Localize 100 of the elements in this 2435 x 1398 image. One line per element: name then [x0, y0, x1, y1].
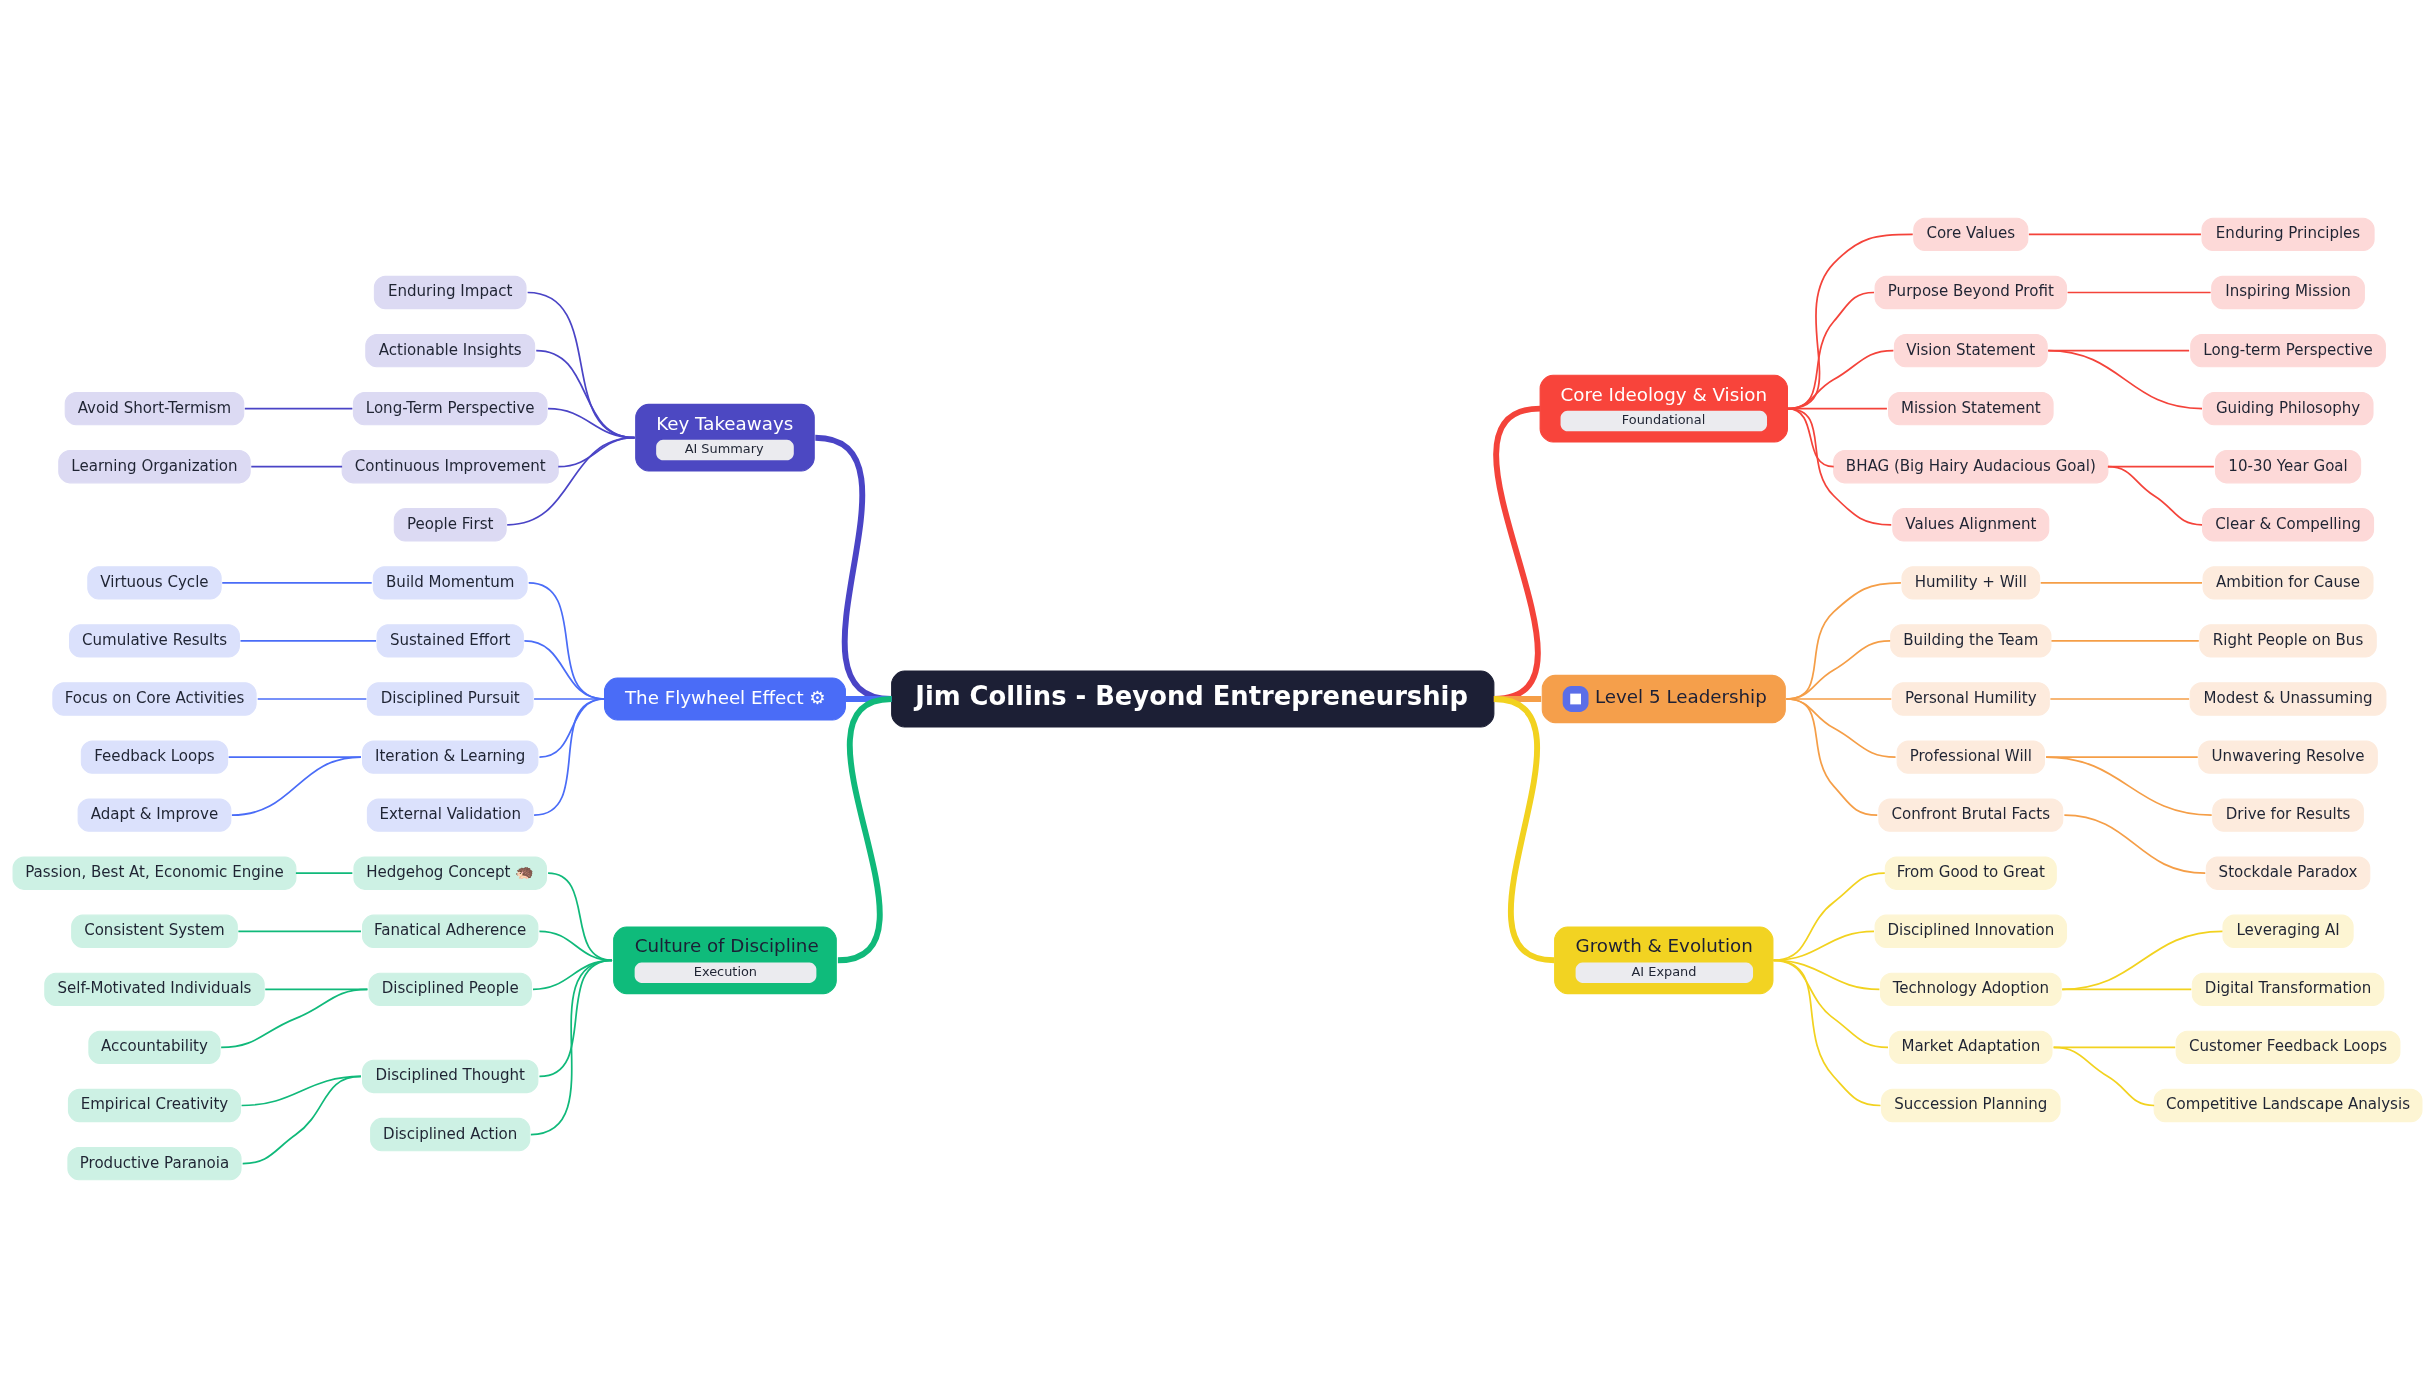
connector [1786, 407, 1893, 526]
node-box: Learning Organization [58, 450, 251, 484]
connector [538, 930, 613, 962]
node-box: External Validation [366, 798, 534, 832]
node-box: Mission Statement [1888, 391, 2054, 426]
node-box: From Good to Great [1884, 856, 2057, 890]
connector [250, 465, 343, 468]
node-box: Empirical Creativity [67, 1088, 242, 1123]
connector [264, 988, 369, 991]
connector [1772, 959, 1889, 1049]
node-box: Avoid Short-Termism [64, 391, 245, 426]
node-box: Building the Team [1890, 624, 2052, 658]
connector [239, 640, 377, 642]
node-box: Ambition for Cause [2202, 566, 2374, 600]
connector [295, 872, 354, 875]
node-box: People First [393, 508, 507, 542]
node-box: Feedback Loops [80, 740, 229, 774]
node-box: Market Adaptation [1889, 1030, 2053, 1065]
node-box: Cumulative Results [68, 624, 240, 658]
node-box: Leveraging AI [2222, 914, 2354, 948]
node-box: Culture of Discipline Execution [613, 926, 837, 995]
node-box: Disciplined Pursuit [366, 682, 534, 716]
node-box: Long-term Perspective [2190, 333, 2386, 368]
connector [2049, 698, 2190, 700]
connector [237, 930, 362, 933]
node-box: Consistent System [71, 914, 238, 948]
node-box: Drive for Results [2212, 798, 2364, 832]
connector [506, 436, 636, 526]
connector [2050, 640, 2200, 642]
node-box: Accountability [88, 1030, 221, 1065]
node-box: Confront Brutal Facts [1878, 798, 2064, 832]
connector [837, 696, 893, 964]
node-box: Guiding Philosophy [2202, 391, 2374, 426]
node-box: Sustained Effort [376, 624, 524, 658]
connector [1785, 698, 1879, 816]
node-box: Values Alignment [1892, 508, 2050, 542]
connector [243, 407, 354, 410]
node-box: Digital Transformation [2191, 972, 2385, 1007]
node-box: Iteration & Learning [362, 740, 539, 774]
connector [2107, 465, 2203, 526]
node-box: Succession Planning [1881, 1088, 2061, 1123]
node-box: Technology Adoption [1879, 972, 2062, 1007]
node-box: Fanatical Adherence [362, 914, 539, 948]
connector [231, 756, 362, 816]
node-box: Productive Paranoia [67, 1146, 242, 1181]
node-box: Growth & Evolution AI Expand [1554, 926, 1774, 995]
node-box: Focus on Core Activities [52, 682, 257, 716]
node-box: The Flywheel Effect ⚙ [604, 677, 846, 721]
connector [1772, 959, 1882, 1107]
node-box: Modest & Unassuming [2189, 682, 2387, 716]
node-box: Hedgehog Concept 🦔 [353, 856, 547, 890]
node-box: Adapt & Improve [77, 798, 232, 832]
connector [533, 698, 606, 816]
connector [220, 988, 369, 1049]
node-box: Continuous Improvement [341, 450, 559, 484]
node-box: Customer Feedback Loops [2175, 1030, 2401, 1065]
node-box: Virtuous Cycle [87, 566, 222, 600]
connector [2052, 1046, 2155, 1107]
connector [2061, 930, 2224, 991]
node-box: Stockdale Paradox [2205, 856, 2371, 890]
node-box: Professional Will [1896, 740, 2045, 774]
node-box: Build Momentum [372, 566, 528, 600]
connector [2045, 756, 2213, 816]
node-box: Right People on Bus [2199, 624, 2377, 658]
node-box: Enduring Impact [373, 275, 527, 310]
connector [256, 698, 368, 700]
node-box: Key Takeaways AI Summary [635, 403, 815, 472]
connector [241, 1075, 362, 1165]
node-box: Jim Collins - Beyond Entrepreneurship [891, 670, 1495, 728]
connector [2063, 814, 2207, 875]
node-box: 10-30 Year Goal [2214, 450, 2362, 484]
node-box: Disciplined Thought [362, 1059, 539, 1094]
connector [221, 582, 373, 584]
node-box: Disciplined Innovation [1874, 914, 2068, 948]
node-box: Level 5 Leadership [1541, 674, 1786, 724]
node-box: Core Ideology & Vision Foundational [1539, 374, 1788, 443]
node-box: Core Values [1913, 217, 2029, 252]
connector [2066, 291, 2212, 294]
connector [2047, 349, 2203, 410]
node-box: Inspiring Mission [2211, 275, 2365, 310]
node-box: Competitive Landscape Analysis [2153, 1088, 2423, 1123]
node-box: Disciplined People [368, 972, 532, 1007]
node-box: Passion, Best At, Economic Engine [12, 856, 297, 890]
node-box: Disciplined Action [370, 1117, 531, 1152]
node-box: Self-Motivated Individuals [44, 972, 265, 1007]
connector [530, 959, 613, 1136]
node-box: BHAG (Big Hairy Audacious Goal) [1833, 450, 2109, 484]
node-box: Humility + Will [1901, 566, 2041, 600]
node-box: Enduring Principles [2201, 217, 2375, 252]
connector [1772, 959, 1881, 991]
node-box: Long-Term Perspective [352, 391, 548, 426]
node-box: Personal Humility [1891, 682, 2050, 716]
node-box: Unwavering Resolve [2198, 740, 2378, 774]
node-box: Clear & Compelling [2202, 508, 2375, 542]
node-box: Actionable Insights [365, 333, 536, 368]
node-box: Purpose Beyond Profit [1874, 275, 2068, 310]
connector [2039, 582, 2203, 584]
node-box: Vision Statement [1893, 333, 2048, 368]
connector [2028, 233, 2202, 236]
connector [2061, 988, 2193, 991]
